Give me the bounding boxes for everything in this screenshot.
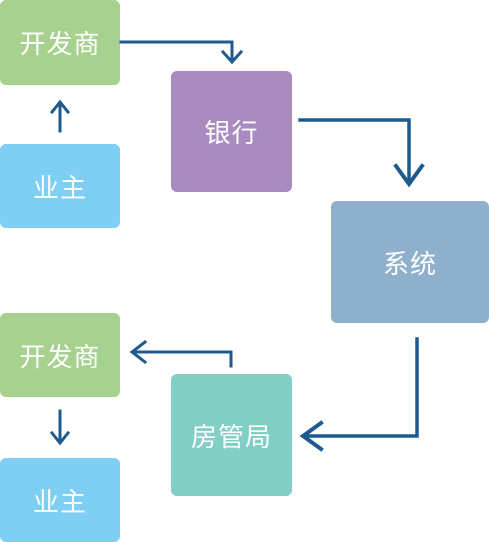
edge-developer-bottom-to-owner-bottom	[49, 409, 71, 446]
node-system[interactable]: 系统	[331, 201, 489, 323]
edge-developer-top-to-bank	[119, 40, 244, 65]
edge-system-to-housing-bureau	[299, 337, 419, 452]
node-housing-bureau[interactable]: 房管局	[171, 374, 292, 496]
node-owner-bottom[interactable]: 业主	[0, 458, 120, 542]
node-developer-top-label: 开发商	[19, 30, 101, 60]
node-developer-bottom-label: 开发商	[19, 342, 101, 373]
edge-bank-to-system	[298, 118, 425, 188]
node-housing-bureau-label: 房管局	[190, 422, 272, 453]
node-developer-top[interactable]: 开发商	[0, 0, 120, 85]
node-bank[interactable]: 银行	[171, 71, 292, 192]
edge-owner-top-to-developer-top	[49, 99, 71, 133]
node-system-label: 系统	[382, 249, 437, 280]
node-owner-top-label: 业主	[32, 173, 87, 204]
node-owner-top[interactable]: 业主	[0, 144, 120, 228]
node-developer-bottom[interactable]: 开发商	[0, 313, 120, 397]
node-bank-label: 银行	[204, 119, 259, 149]
node-owner-bottom-label: 业主	[32, 487, 87, 518]
edge-housing-bureau-to-developer-bottom	[129, 339, 233, 368]
